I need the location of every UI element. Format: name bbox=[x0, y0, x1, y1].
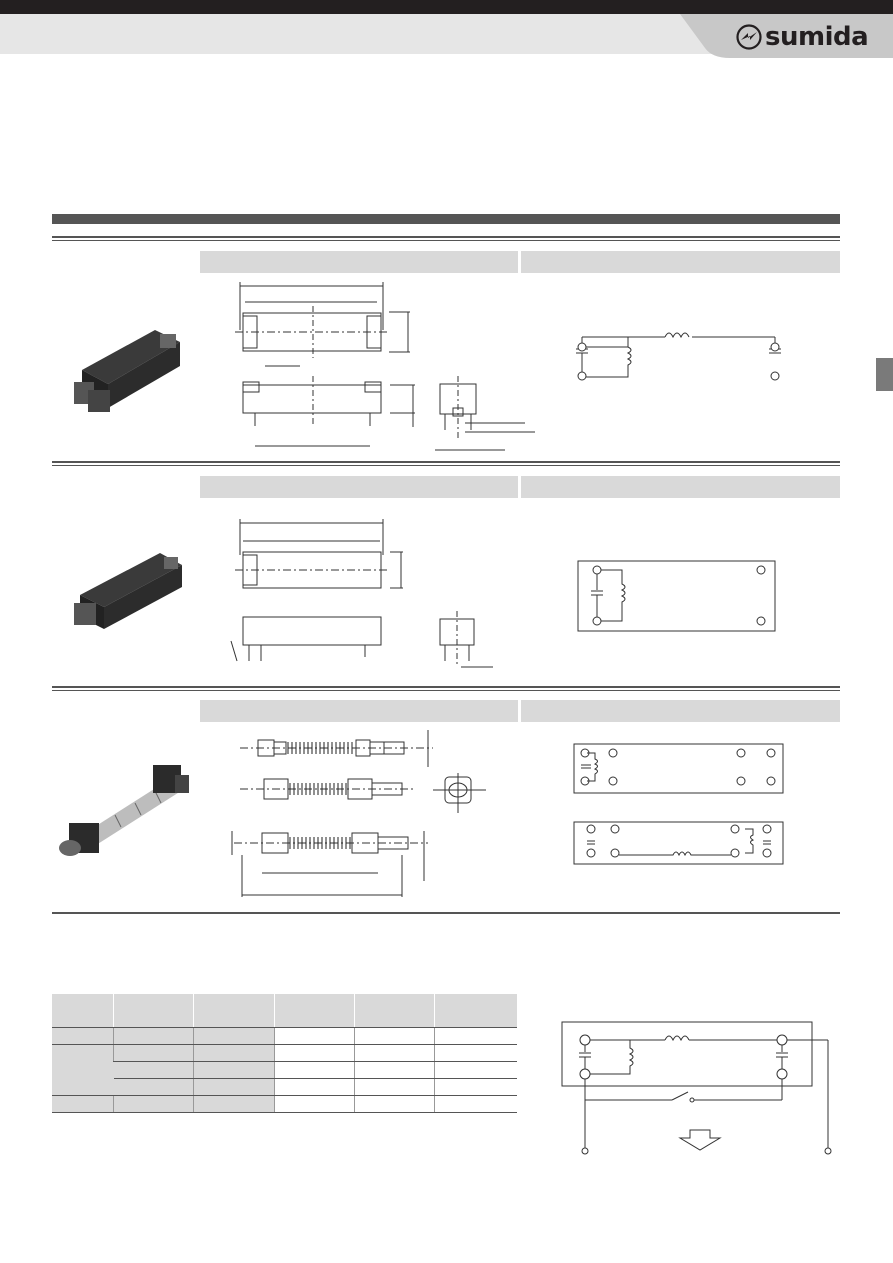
header-cell bbox=[193, 994, 275, 1028]
sumida-logo: sumida bbox=[736, 22, 869, 52]
table-cell bbox=[273, 1061, 355, 1079]
table-cell bbox=[433, 1061, 517, 1079]
dimension-header bbox=[200, 700, 518, 722]
product-photo-2 bbox=[74, 553, 182, 629]
table-cell bbox=[433, 1078, 517, 1096]
table-cell bbox=[193, 1044, 275, 1062]
table-cell bbox=[353, 1095, 435, 1113]
application-circuit bbox=[561, 1021, 832, 1155]
table-cell bbox=[113, 1027, 194, 1045]
table-cell bbox=[113, 1061, 194, 1079]
table-cell bbox=[52, 1044, 114, 1096]
table-cell bbox=[353, 1061, 435, 1079]
table-cell bbox=[193, 1061, 275, 1079]
table-cell bbox=[52, 1027, 114, 1045]
circuit-diagram-3 bbox=[573, 743, 784, 865]
table-cell bbox=[193, 1027, 275, 1045]
table-row bbox=[52, 1044, 517, 1096]
brand-name: sumida bbox=[765, 22, 869, 52]
table-cell bbox=[353, 1078, 435, 1096]
section-divider-thin bbox=[52, 465, 840, 466]
dimension-drawing-3 bbox=[231, 730, 486, 897]
arrow-down-icon bbox=[678, 1129, 722, 1151]
table-cell bbox=[193, 1078, 275, 1096]
section-divider-thin bbox=[52, 690, 840, 691]
header-cell bbox=[353, 994, 435, 1028]
table-cell bbox=[433, 1044, 517, 1062]
table-row bbox=[52, 1061, 517, 1079]
table-cell bbox=[433, 1027, 517, 1045]
side-index-tab bbox=[876, 358, 893, 391]
inductor-coil-icon bbox=[664, 332, 690, 339]
product-photo-1 bbox=[74, 330, 180, 412]
table-row bbox=[52, 1078, 517, 1096]
logo-tab-shape bbox=[680, 14, 893, 58]
table-cell bbox=[273, 1044, 355, 1062]
top-black-bar bbox=[0, 0, 893, 14]
table-cell bbox=[353, 1027, 435, 1045]
dimension-header bbox=[200, 251, 518, 273]
table-cell bbox=[113, 1044, 194, 1062]
section-divider bbox=[52, 912, 840, 914]
table-cell bbox=[193, 1095, 275, 1113]
table-cell bbox=[353, 1044, 435, 1062]
circuit-header bbox=[521, 700, 840, 722]
table-cell bbox=[273, 1027, 355, 1045]
table-cell bbox=[273, 1095, 355, 1113]
section-divider bbox=[52, 686, 840, 688]
dimension-drawing-2 bbox=[230, 519, 493, 668]
spec-table bbox=[52, 994, 517, 1113]
table-row bbox=[52, 1095, 517, 1113]
table-cell bbox=[52, 1095, 114, 1113]
table-row bbox=[52, 1027, 517, 1045]
spec-table-header bbox=[52, 994, 517, 1028]
section-divider bbox=[52, 461, 840, 463]
circuit-diagram-2 bbox=[577, 560, 776, 632]
inductor-coil-icon bbox=[664, 1035, 690, 1042]
header-cell bbox=[273, 994, 355, 1028]
header-cell bbox=[433, 994, 517, 1028]
circuit-diagram-1 bbox=[576, 332, 781, 381]
table-cell bbox=[433, 1095, 517, 1113]
table-cell bbox=[113, 1095, 194, 1113]
table-cell bbox=[113, 1078, 194, 1096]
circuit-header bbox=[521, 251, 840, 273]
dimension-header bbox=[200, 476, 518, 498]
sumida-logo-icon bbox=[736, 24, 762, 50]
dimension-drawing-1 bbox=[235, 282, 535, 451]
table-cell bbox=[273, 1078, 355, 1096]
product-photo-3 bbox=[59, 765, 189, 856]
switch-icon bbox=[671, 1091, 689, 1101]
header-cell bbox=[113, 994, 194, 1028]
section-title-bar bbox=[52, 214, 840, 224]
header-cell bbox=[52, 994, 114, 1028]
section-divider bbox=[52, 236, 840, 238]
section-divider-thin bbox=[52, 240, 840, 241]
circuit-header bbox=[521, 476, 840, 498]
